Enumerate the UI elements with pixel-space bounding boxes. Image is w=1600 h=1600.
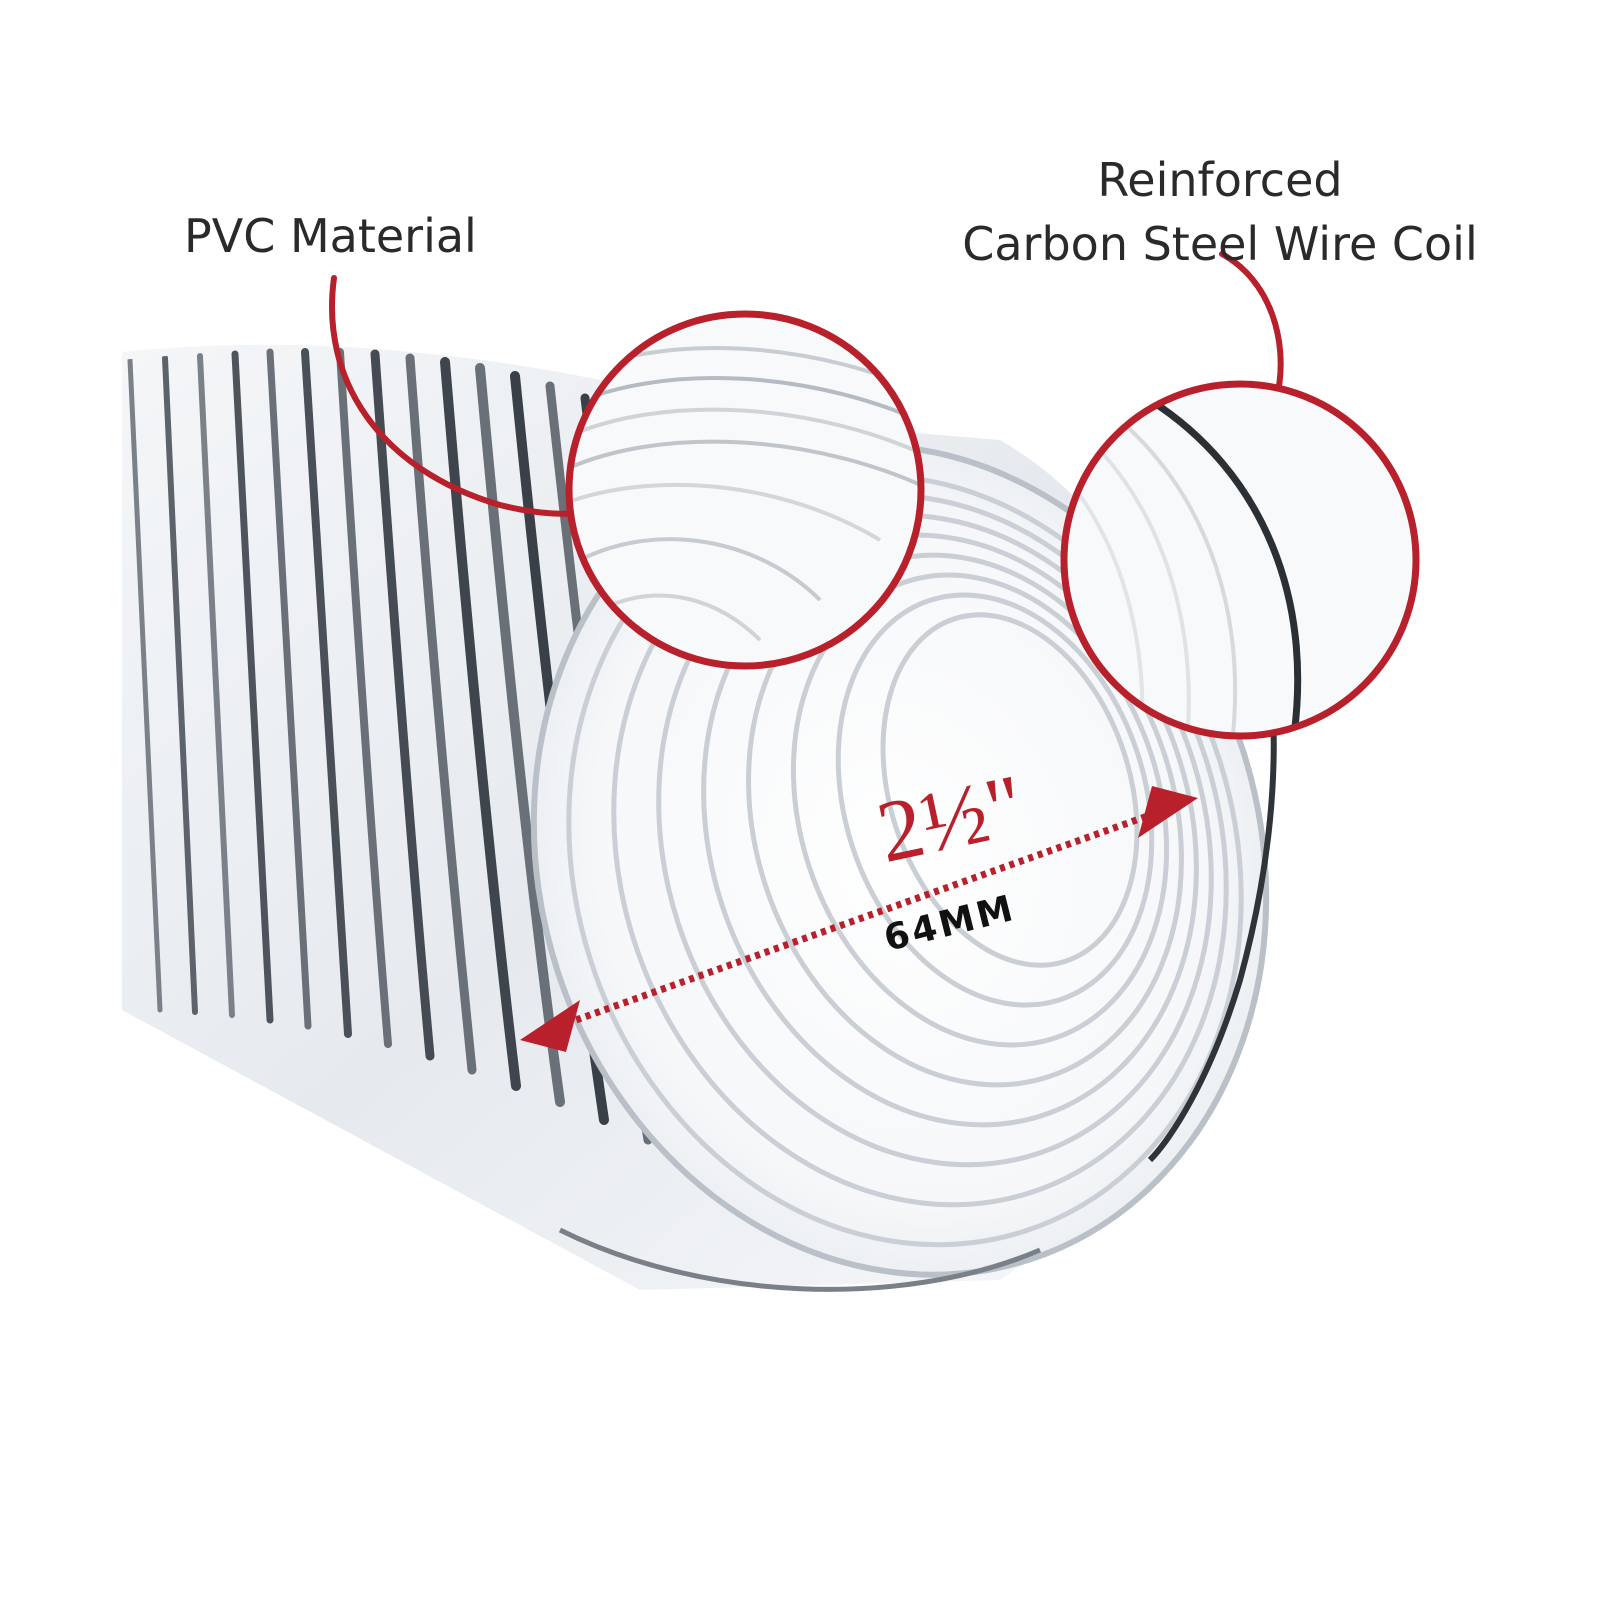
steel-coil-label-line1: Reinforced: [1097, 153, 1343, 207]
arrowhead-left: [520, 1000, 580, 1052]
steel-coil-label: Reinforced Carbon Steel Wire Coil: [960, 148, 1480, 276]
pvc-leader-line: [329, 275, 583, 517]
arrowhead-right: [1138, 786, 1198, 838]
dimension-arrow: [520, 786, 1198, 1052]
pvc-material-label: PVC Material: [184, 209, 477, 263]
zoom-circle-wire: [1060, 380, 1420, 740]
callout-leaders: [329, 251, 1284, 517]
coil-leader-line: [1219, 251, 1284, 395]
zoom-circle-pvc: [565, 310, 925, 670]
steel-coil-label-line2: Carbon Steel Wire Coil: [962, 217, 1478, 271]
